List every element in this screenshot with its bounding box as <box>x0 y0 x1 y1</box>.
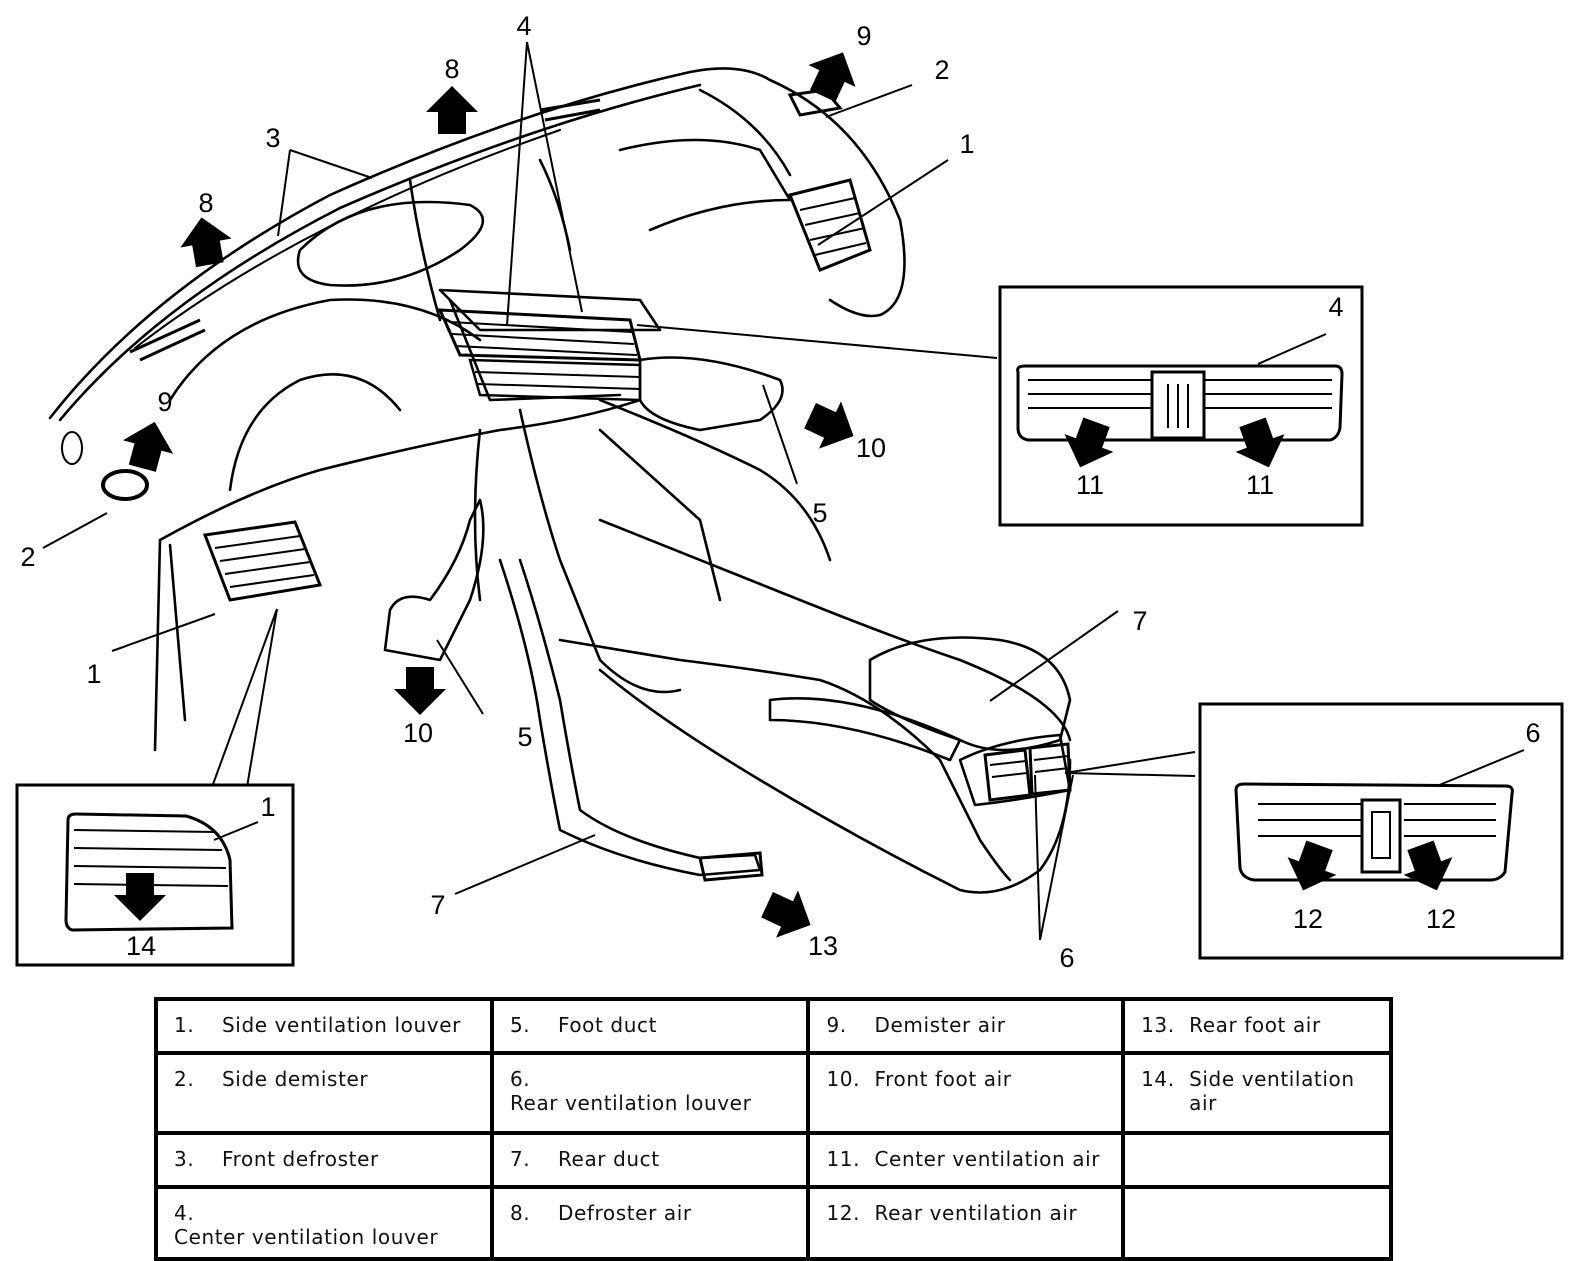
callout-10: 10 <box>856 433 886 463</box>
legend-label: Center ventilation louver <box>174 1225 439 1249</box>
callout-2: 2 <box>934 55 949 85</box>
legend-number: 10. <box>826 1067 861 1091</box>
callout-5: 5 <box>517 722 532 752</box>
callout-1: 1 <box>959 129 974 159</box>
callout-7: 7 <box>430 890 445 920</box>
arrow-up-icon <box>117 415 180 475</box>
legend-cell: 8. Defroster air <box>489 1185 811 1261</box>
legend-table: 1. Side ventilation louver 5. Foot duct 9.… <box>154 997 1393 1261</box>
leader-lines <box>42 41 1196 941</box>
callout-5: 5 <box>812 498 827 528</box>
arrow-right-icon <box>799 392 865 460</box>
legend-label: Rear ventilation air <box>874 1201 1078 1225</box>
legend-cell: 9. Demister air <box>806 997 1126 1055</box>
legend-label: Rear ventilation louver <box>509 1091 752 1115</box>
callout-10: 10 <box>403 718 433 748</box>
callout-11: 11 <box>1076 470 1104 500</box>
louver-details <box>61 88 1072 882</box>
legend-number: 6. <box>509 1067 531 1091</box>
legend-number: 1. <box>174 1013 195 1037</box>
callout-11: 11 <box>1246 470 1274 500</box>
legend-label: Rear duct <box>557 1147 660 1171</box>
legend-number: 4. <box>174 1201 195 1225</box>
arrow-up-icon <box>799 41 867 107</box>
legend-number: 11. <box>826 1147 861 1171</box>
callout-8: 8 <box>444 54 459 84</box>
callout-1: 1 <box>260 792 275 822</box>
arrow-down-icon <box>394 667 446 715</box>
legend-number: 2. <box>174 1067 195 1091</box>
legend-number: 12. <box>826 1201 861 1225</box>
legend-cell: 7. Rear duct <box>489 1131 811 1189</box>
callout-9: 9 <box>856 21 871 51</box>
legend-number: 7. <box>509 1147 531 1171</box>
legend-number: 5. <box>509 1013 531 1037</box>
legend-label: Center ventilation air <box>874 1147 1101 1171</box>
inset-rear-louver <box>1198 702 1564 960</box>
legend-cell: 6.Rear ventilation louver <box>489 1051 811 1135</box>
legend-cell: 11. Center ventilation air <box>806 1131 1126 1189</box>
callout-8: 8 <box>198 188 213 218</box>
legend-cell: 3. Front defroster <box>154 1131 494 1189</box>
legend-label: Defroster air <box>557 1201 692 1225</box>
callout-9: 9 <box>157 387 172 417</box>
legend-number: 3. <box>174 1147 195 1171</box>
callout-4: 4 <box>516 11 531 41</box>
arrow-up-icon <box>426 86 478 134</box>
callout-6: 6 <box>1525 718 1540 748</box>
legend-label: Front foot air <box>874 1067 1012 1091</box>
legend-row: 3. Front defroster 7. Rear duct 11. Center … <box>154 1131 1393 1189</box>
callout-7: 7 <box>1132 606 1147 636</box>
inset-center-louver <box>998 285 1364 527</box>
legend-row: 1. Side ventilation louver 5. Foot duct 9.… <box>154 997 1393 1055</box>
legend-cell: 1. Side ventilation louver <box>154 997 494 1055</box>
callout-6: 6 <box>1059 943 1074 973</box>
legend-label: Side demister <box>222 1067 369 1091</box>
legend-number: 13. <box>1141 1013 1175 1037</box>
legend-cell <box>1121 1185 1393 1261</box>
legend-cell: 12. Rear ventilation air <box>806 1185 1126 1261</box>
callout-14: 14 <box>126 931 156 961</box>
callout-2: 2 <box>20 542 35 572</box>
legend-row: 2. Side demister 6.Rear ventilation louve… <box>154 1051 1393 1135</box>
inset-side-louver <box>15 783 295 967</box>
legend-cell: 5. Foot duct <box>489 997 811 1055</box>
legend-cell: 13. Rear foot air <box>1121 997 1393 1055</box>
legend-number: 8. <box>509 1201 531 1225</box>
callout-3: 3 <box>265 123 280 153</box>
callout-1: 1 <box>86 659 101 689</box>
legend-cell: 14. Side ventilation air <box>1121 1051 1393 1135</box>
legend-cell: 4.Center ventilation louver <box>154 1185 494 1261</box>
callout-12: 12 <box>1426 904 1456 934</box>
legend-cell <box>1121 1131 1393 1189</box>
dashboard-drawing <box>48 67 1072 894</box>
legend-cell: 2. Side demister <box>154 1051 494 1135</box>
legend-label: Demister air <box>874 1013 1006 1037</box>
legend-label: Front defroster <box>222 1147 379 1171</box>
callout-numbers: 1 1 1 2 2 3 4 4 5 5 6 6 7 7 8 8 9 9 10 1… <box>20 11 1540 973</box>
legend-label: Side ventilation louver <box>222 1013 461 1037</box>
legend-label: Rear foot air <box>1189 1013 1321 1037</box>
legend-label: Side ventilation air <box>1189 1067 1355 1115</box>
legend-row: 4.Center ventilation louver 8. Defroster … <box>154 1185 1393 1261</box>
legend-number: 14. <box>1141 1067 1175 1091</box>
callout-4: 4 <box>1328 292 1343 322</box>
legend-label: Foot duct <box>557 1013 658 1037</box>
arrow-up-icon <box>175 212 236 270</box>
callout-12: 12 <box>1293 904 1323 934</box>
callout-13: 13 <box>808 931 838 961</box>
legend-cell: 10. Front foot air <box>806 1051 1126 1135</box>
ventilation-diagram: 1 1 1 2 2 3 4 4 5 5 6 6 7 7 8 8 9 9 10 1… <box>15 11 1564 973</box>
legend-number: 9. <box>826 1013 847 1037</box>
